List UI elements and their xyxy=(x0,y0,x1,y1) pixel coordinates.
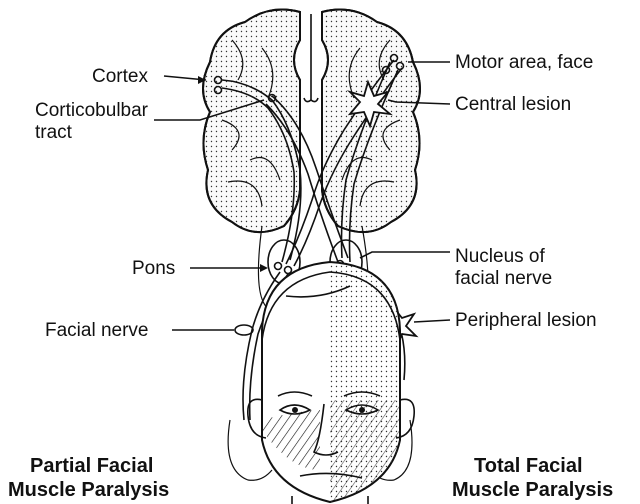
label-nucleus-1: Nucleus of xyxy=(455,246,545,267)
label-central-lesion: Central lesion xyxy=(455,94,571,115)
face xyxy=(248,255,414,504)
label-corticobulbar-1: Corticobulbar xyxy=(35,100,149,121)
label-cortex: Cortex xyxy=(92,66,148,87)
label-motor-area: Motor area, face xyxy=(455,52,593,73)
label-facial-nerve: Facial nerve xyxy=(45,320,149,341)
label-peripheral-lesion: Peripheral lesion xyxy=(455,310,597,331)
label-nucleus-2: facial nerve xyxy=(455,268,552,289)
label-partial-1: Partial Facial xyxy=(30,455,153,477)
label-pons: Pons xyxy=(132,258,175,279)
label-corticobulbar-2: tract xyxy=(35,122,73,143)
label-total-2: Muscle Paralysis xyxy=(452,479,613,501)
label-total-1: Total Facial xyxy=(474,455,583,477)
label-partial-2: Muscle Paralysis xyxy=(8,479,169,501)
